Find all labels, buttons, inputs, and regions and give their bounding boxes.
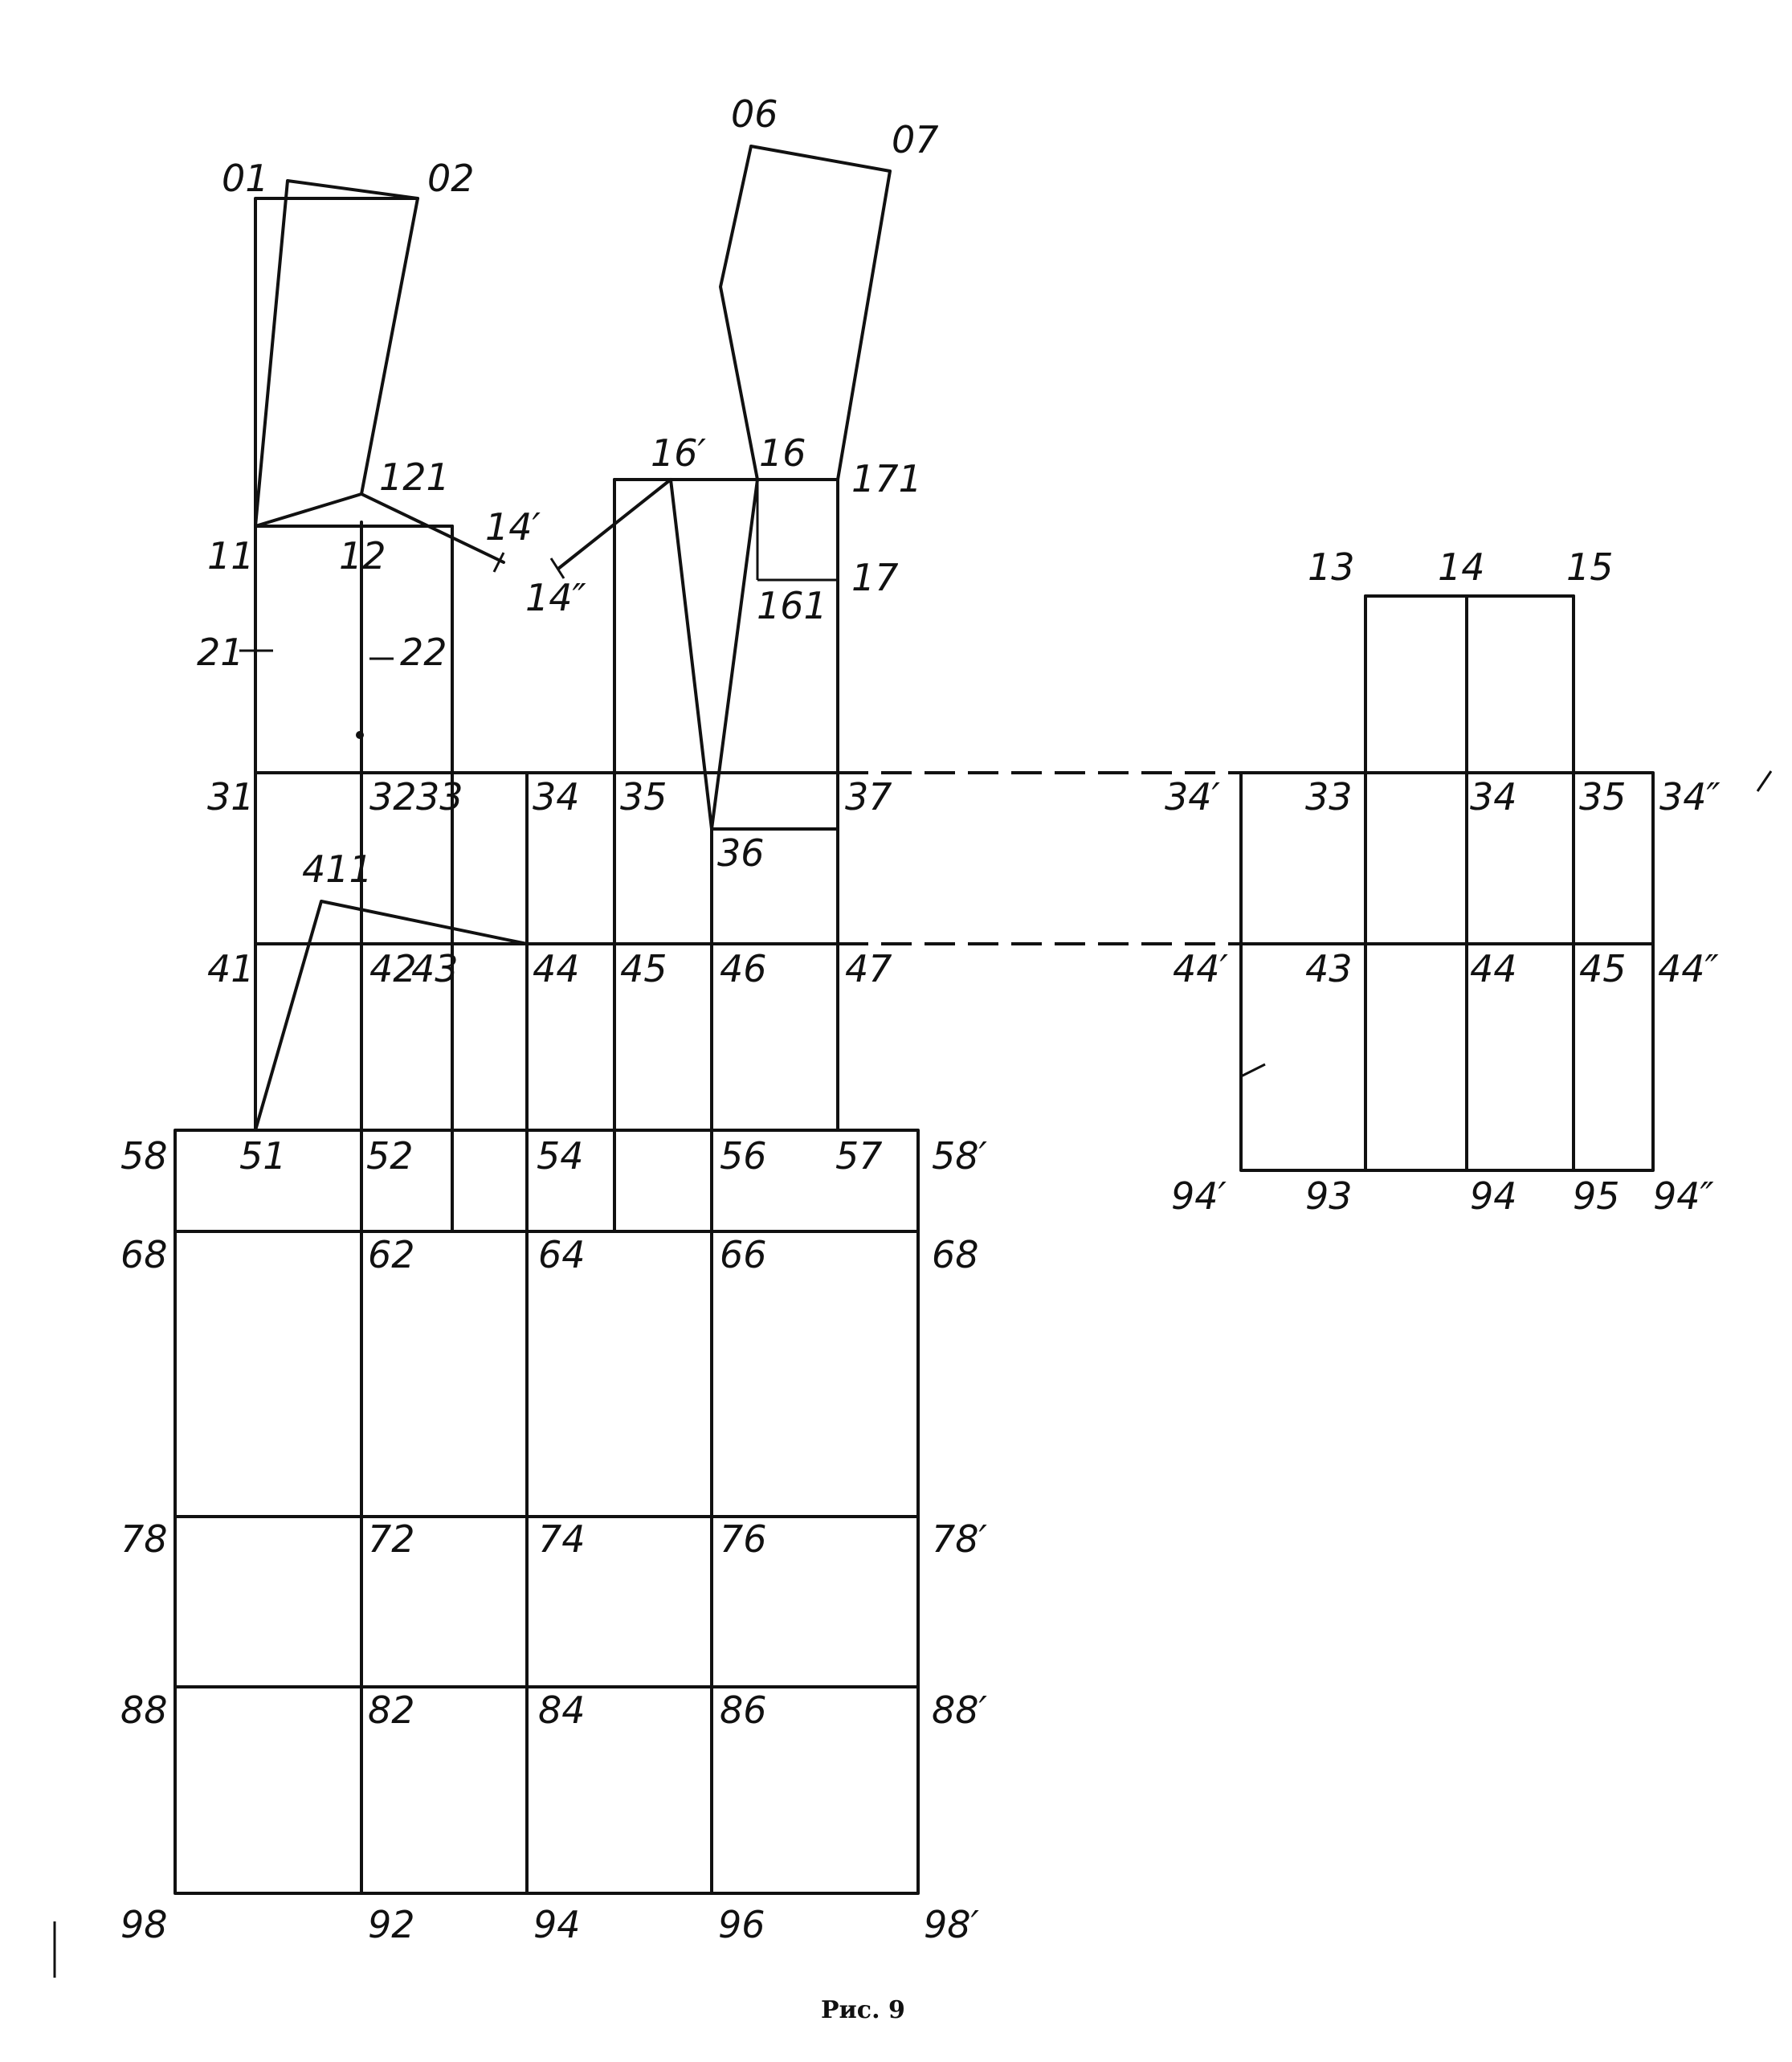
point-label: 411 — [302, 847, 373, 891]
point-label: 46 — [720, 947, 767, 990]
point-label: 44 — [1470, 947, 1517, 990]
point-label: 62 — [368, 1233, 415, 1276]
construction-lines — [239, 145, 892, 1132]
right-grid — [1239, 594, 1655, 1172]
point-label: 35 — [1579, 775, 1627, 819]
point-label: 06 — [731, 92, 778, 136]
point-label: 44″ — [1658, 947, 1719, 990]
point-label: 33 — [416, 775, 463, 819]
point-label: 36 — [717, 831, 765, 875]
point-label: 94′ — [1171, 1174, 1227, 1218]
point-label: 31 — [207, 775, 255, 819]
point-label: 95 — [1573, 1174, 1620, 1218]
point-label: 35 — [620, 775, 667, 819]
point-label: 16 — [759, 431, 806, 475]
point-label: 78 — [120, 1517, 168, 1561]
point-label: 76 — [720, 1517, 767, 1561]
point-label: 78′ — [932, 1517, 988, 1561]
point-label: 98′ — [924, 1903, 980, 1946]
scan-mark — [1756, 770, 1773, 792]
point-label: 32 — [369, 775, 417, 819]
point-label: 17 — [851, 556, 899, 599]
point-label: 21 — [197, 631, 244, 674]
upper-grid — [254, 478, 839, 1233]
point-label: 58 — [120, 1134, 168, 1178]
point-label: 84 — [538, 1688, 586, 1732]
point-label: 56 — [720, 1134, 767, 1178]
point-label: 07 — [892, 118, 939, 161]
point-label: 88 — [120, 1688, 168, 1732]
point-label: 14″ — [525, 576, 586, 619]
point-label: 33 — [1305, 775, 1353, 819]
point-label: 44′ — [1173, 947, 1229, 990]
point-label: 54 — [537, 1134, 584, 1178]
mark-dot — [356, 731, 364, 739]
point-label: 96 — [718, 1903, 765, 1946]
point-label: 82 — [368, 1688, 415, 1732]
point-label: 16′ — [651, 431, 707, 475]
point-label: 98 — [120, 1903, 168, 1946]
point-label: 34″ — [1659, 775, 1721, 819]
point-label: 171 — [851, 457, 922, 500]
point-label: 58′ — [932, 1134, 988, 1178]
point-label: 93 — [1305, 1174, 1353, 1218]
point-label: 43 — [1305, 947, 1353, 990]
point-label: 57 — [835, 1134, 883, 1178]
right-labels: 13 14 15 34′ 33 34 35 34″ 44′ 43 44 45 4… — [1165, 545, 1721, 1218]
point-label: 13 — [1308, 545, 1355, 589]
point-label: 42 — [369, 947, 417, 990]
point-label: 11 — [207, 534, 255, 578]
upper-labels: 01 02 06 07 121 16′ 16 171 11 12 14′ 14″… — [197, 92, 939, 990]
lower-grid — [173, 1129, 920, 1895]
point-label: 92 — [368, 1903, 415, 1946]
point-label: 51 — [239, 1134, 287, 1178]
point-label: 34 — [533, 775, 580, 819]
point-label: 86 — [720, 1688, 767, 1732]
point-label: 68 — [120, 1233, 168, 1276]
point-label: 02 — [427, 157, 475, 200]
point-label: 14 — [1438, 545, 1485, 589]
point-label: 34′ — [1165, 775, 1221, 819]
point-label: 45 — [620, 947, 667, 990]
point-label: 44 — [533, 947, 580, 990]
point-label: 37 — [845, 775, 892, 819]
point-label: 22 — [400, 631, 447, 674]
point-label: 94″ — [1653, 1174, 1714, 1218]
point-label: 43 — [411, 947, 459, 990]
point-label: 14′ — [485, 505, 541, 549]
point-label: 72 — [368, 1517, 415, 1561]
point-label: 68 — [932, 1233, 979, 1276]
point-label: 74 — [538, 1517, 586, 1561]
point-label: 64 — [538, 1233, 586, 1276]
point-label: 41 — [207, 947, 255, 990]
point-label: 94 — [533, 1903, 581, 1946]
point-label: 66 — [720, 1233, 767, 1276]
point-label: 121 — [379, 455, 450, 499]
point-label: 94 — [1470, 1174, 1517, 1218]
point-label: 15 — [1566, 545, 1614, 589]
figure-caption: Рис. 9 — [821, 1996, 905, 2024]
point-label: 12 — [339, 534, 386, 578]
lower-labels: 58 51 52 54 56 57 58′ 68 62 64 66 68 78 … — [120, 1134, 988, 1946]
dashed-connectors — [838, 771, 1241, 945]
point-label: 01 — [222, 157, 269, 200]
point-label: 34 — [1470, 775, 1517, 819]
point-label: 88′ — [932, 1688, 988, 1732]
point-label: 47 — [845, 947, 892, 990]
point-label: 161 — [757, 584, 827, 627]
point-label: 52 — [366, 1134, 414, 1178]
point-label: 45 — [1579, 947, 1627, 990]
